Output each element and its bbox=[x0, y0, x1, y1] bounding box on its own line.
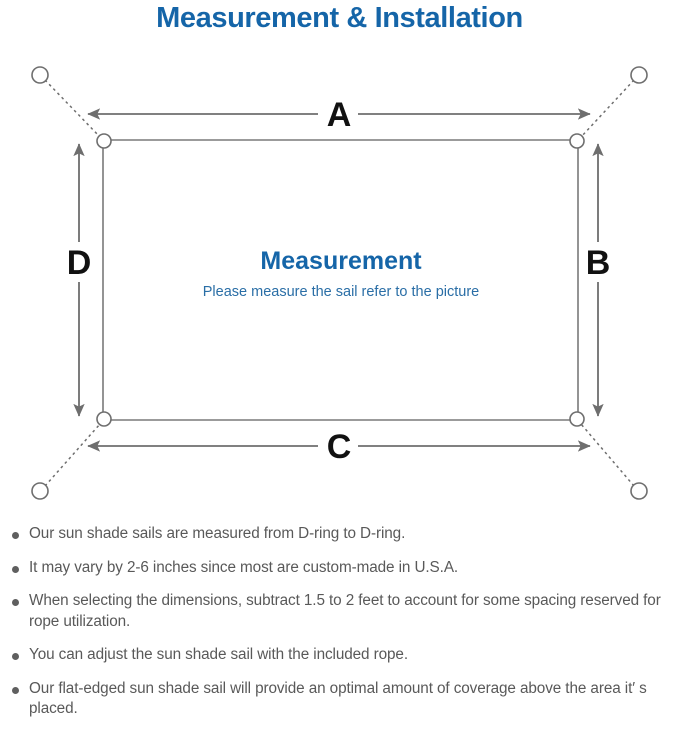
sail-rectangle bbox=[102, 139, 579, 421]
rope-line-bottom-left bbox=[44, 423, 101, 487]
note-text: You can adjust the sun shade sail with t… bbox=[29, 646, 408, 663]
list-item: It may vary by 2-6 inches since most are… bbox=[0, 558, 679, 579]
d-ring-bottom-right bbox=[569, 411, 585, 427]
bullet-icon bbox=[12, 679, 29, 694]
dimension-label-c: C bbox=[327, 428, 352, 466]
note-text: When selecting the dimensions, subtract … bbox=[29, 592, 661, 630]
sail-center-subtitle: Please measure the sail refer to the pic… bbox=[203, 284, 479, 300]
list-item: You can adjust the sun shade sail with t… bbox=[0, 645, 679, 666]
dimension-label-d: D bbox=[67, 244, 92, 282]
sail-center-title: Measurement bbox=[260, 247, 422, 275]
anchor-ring-bottom-right bbox=[630, 482, 648, 500]
note-text: It may vary by 2-6 inches since most are… bbox=[29, 558, 459, 576]
rope-line-top-left bbox=[44, 79, 101, 138]
page-title: Measurement & Installation bbox=[156, 2, 523, 34]
list-item: Our flat-edged sun shade sail will provi… bbox=[0, 679, 679, 720]
note-text: Our flat-edged sun shade sail will provi… bbox=[29, 679, 647, 718]
measurement-diagram: A C D B Measurement Please measure the s… bbox=[0, 50, 679, 520]
rope-line-bottom-right bbox=[580, 423, 635, 487]
list-item: Our sun shade sails are measured from D-… bbox=[0, 524, 679, 545]
bullet-icon bbox=[12, 645, 29, 660]
bullet-icon bbox=[12, 591, 29, 606]
rope-line-top-right bbox=[580, 79, 635, 138]
anchor-ring-top-left bbox=[31, 66, 49, 84]
notes-list: Our sun shade sails are measured from D-… bbox=[0, 524, 679, 733]
dimension-label-b: B bbox=[586, 244, 611, 282]
dimension-label-a: A bbox=[327, 96, 352, 134]
diagram-canvas: A C D B Measurement Please measure the s… bbox=[31, 66, 648, 500]
d-ring-bottom-left bbox=[96, 411, 112, 427]
bullet-icon bbox=[12, 558, 29, 573]
d-ring-top-right bbox=[569, 133, 585, 149]
d-ring-top-left bbox=[96, 133, 112, 149]
list-item: When selecting the dimensions, subtract … bbox=[0, 591, 679, 632]
bullet-icon bbox=[12, 524, 29, 539]
note-text: Our sun shade sails are measured from D-… bbox=[29, 525, 406, 542]
anchor-ring-top-right bbox=[630, 66, 648, 84]
anchor-ring-bottom-left bbox=[31, 482, 49, 500]
